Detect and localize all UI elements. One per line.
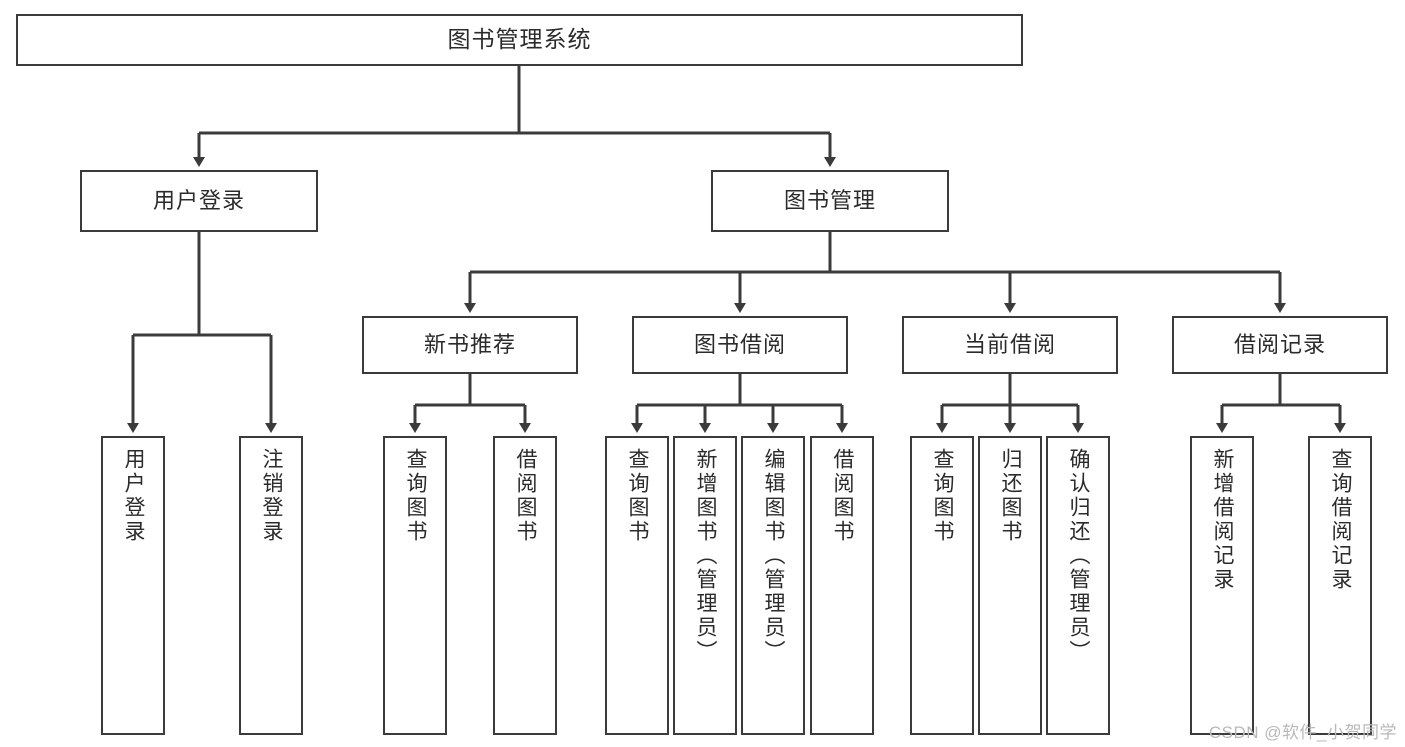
node-label: 新增借阅记录 (1211, 448, 1235, 592)
node-label: 借阅图书 (831, 448, 855, 544)
node-leaf-query-borrow-record[interactable]: 查询借阅记录 (1308, 436, 1372, 735)
node-leaf-add-borrow-record[interactable]: 新增借阅记录 (1190, 436, 1254, 735)
node-label: 新增图书（管理员） (694, 448, 718, 664)
node-new-book-recommend[interactable]: 新书推荐 (362, 316, 578, 374)
node-label: 查询借阅记录 (1329, 448, 1353, 592)
node-leaf-add-book[interactable]: 新增图书（管理员） (673, 436, 737, 735)
node-borrow-record[interactable]: 借阅记录 (1172, 316, 1388, 374)
node-leaf-query-book-new[interactable]: 查询图书 (383, 436, 447, 735)
node-label: 查询图书 (626, 448, 650, 544)
node-label: 图书借阅 (693, 331, 786, 357)
node-root-book-management-system[interactable]: 图书管理系统 (16, 14, 1023, 66)
node-label: 图书管理 (783, 187, 876, 213)
node-book-management[interactable]: 图书管理 (711, 170, 949, 232)
node-label: 用户登录 (152, 187, 245, 213)
node-leaf-confirm-return[interactable]: 确认归还（管理员） (1046, 436, 1110, 735)
node-leaf-user-login[interactable]: 用户登录 (101, 436, 165, 735)
node-label: 编辑图书（管理员） (762, 448, 786, 664)
node-label: 查询图书 (404, 448, 428, 544)
node-label: 当前借阅 (963, 331, 1056, 357)
node-leaf-return-book[interactable]: 归还图书 (978, 436, 1042, 735)
node-leaf-query-book-borrow[interactable]: 查询图书 (605, 436, 669, 735)
node-leaf-query-book-current[interactable]: 查询图书 (910, 436, 974, 735)
node-label: 借阅记录 (1233, 331, 1326, 357)
node-label: 确认归还（管理员） (1067, 448, 1091, 664)
node-book-borrow[interactable]: 图书借阅 (632, 316, 848, 374)
node-leaf-borrow-book[interactable]: 借阅图书 (810, 436, 874, 735)
node-label: 归还图书 (999, 448, 1023, 544)
node-leaf-logout-login[interactable]: 注销登录 (239, 436, 303, 735)
node-label: 图书管理系统 (447, 26, 592, 53)
node-label: 借阅图书 (514, 448, 538, 544)
node-label: 用户登录 (122, 448, 146, 544)
node-current-borrow[interactable]: 当前借阅 (902, 316, 1118, 374)
node-leaf-borrow-book-new[interactable]: 借阅图书 (493, 436, 557, 735)
node-user-login[interactable]: 用户登录 (80, 170, 318, 232)
node-label: 新书推荐 (423, 331, 516, 357)
node-leaf-edit-book[interactable]: 编辑图书（管理员） (741, 436, 805, 735)
node-label: 查询图书 (931, 448, 955, 544)
node-label: 注销登录 (260, 448, 284, 544)
watermark: CSDN @软件_小贺同学 (1208, 723, 1397, 742)
